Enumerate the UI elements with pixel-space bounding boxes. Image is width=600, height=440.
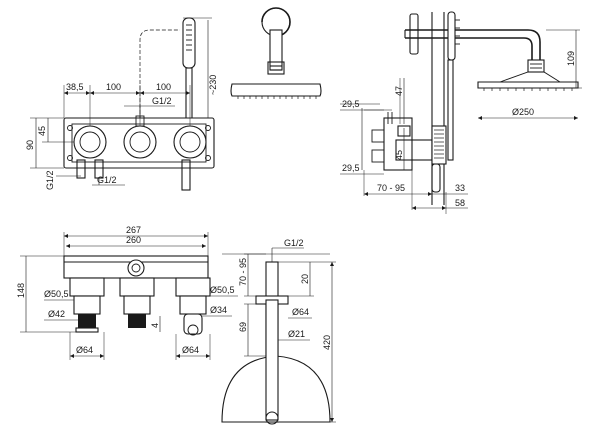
dim-diameter-50-5-right: Ø50,5: [210, 285, 235, 295]
handle-right-lower: [179, 295, 207, 315]
shower-head-front-small: [230, 7, 322, 99]
top-view-trim-set: 267 260 148 Ø50,5 Ø42: [16, 225, 238, 360]
handle-right: [175, 277, 211, 297]
dim-45: 45: [394, 150, 404, 160]
side-outlet: [431, 163, 441, 193]
handle-middle-lower: [123, 295, 151, 315]
dim-diameter-64-left: Ø64: [76, 345, 93, 355]
side-view-shower-system: 109 Ø250 29,5: [340, 11, 582, 214]
valve-left: [73, 125, 107, 159]
dim-diameter-42: Ø42: [48, 309, 65, 319]
dim-33: 33: [455, 183, 465, 193]
hand-shower: [182, 17, 196, 69]
shower-head-plate: [230, 83, 322, 97]
dim-height-109: 109: [566, 51, 576, 66]
dim-width-100-a: 100: [106, 82, 121, 92]
shower-hose: [139, 29, 180, 120]
hose-outlet: [183, 313, 203, 335]
dim-diameter-64: Ø64: [292, 307, 309, 317]
dim-diameter-64-right: Ø64: [182, 345, 199, 355]
dim-height-45: 45: [37, 126, 47, 136]
dim-width-38-5: 38,5: [66, 82, 84, 92]
dim-diameter-50-5-left: Ø50,5: [44, 289, 69, 299]
dim-width-267: 267: [126, 225, 141, 235]
hand-shower-handle: [185, 67, 193, 124]
handle-left-cap: [78, 314, 96, 328]
dim-29-5-bottom: 29,5: [342, 163, 360, 173]
front-view-concealed-mixer: ~230 38,5 100 100 G1/2: [25, 17, 218, 191]
ball-joint: [267, 61, 285, 75]
thread-bottom-label: G1/2: [97, 175, 117, 185]
dim-20: 20: [300, 274, 310, 284]
thread-label-right: G1/2: [284, 238, 304, 248]
dim-hose-length: ~230: [208, 75, 218, 95]
side-view-shower-head: G1/2 70 - 95 20 Ø64 69 Ø21 420: [221, 238, 336, 425]
dim-70-95-right: 70 - 95: [238, 258, 248, 286]
handle-middle: [119, 277, 155, 297]
thread-top-label: G1/2: [152, 96, 172, 106]
dim-height-420: 420: [322, 335, 332, 350]
side-ball-joint: [527, 59, 545, 73]
dim-69: 69: [238, 322, 248, 332]
valve-right: [173, 125, 207, 159]
dim-height-90: 90: [25, 140, 35, 150]
valve-middle: [123, 125, 157, 159]
side-hand-shower-handle: [447, 59, 454, 161]
dim-width-260: 260: [126, 235, 141, 245]
wall-flange: [409, 13, 419, 55]
dim-70-95: 70 - 95: [377, 183, 405, 193]
concealed-body: [383, 117, 413, 171]
dim-4: 4: [150, 323, 160, 328]
diverter-knob: [127, 259, 145, 277]
dim-diameter-250: Ø250: [512, 107, 534, 117]
dim-58: 58: [455, 198, 465, 208]
thread-left-label: G1/2: [45, 170, 55, 190]
dim-height-148: 148: [16, 283, 26, 298]
dim-width-100-b: 100: [156, 82, 171, 92]
dim-diameter-21: Ø21: [288, 329, 305, 339]
handle-middle-cap: [128, 314, 146, 328]
side-hand-shower: [447, 11, 456, 61]
side-shower-arm: [405, 29, 541, 60]
side-shower-head: [477, 81, 579, 89]
handle-left-lower: [73, 295, 101, 315]
dim-29-5-top: 29,5: [342, 99, 360, 109]
dim-47: 47: [394, 86, 404, 96]
shower-arm: [269, 29, 283, 71]
handle-left: [69, 277, 105, 297]
dim-diameter-34: Ø34: [210, 305, 227, 315]
